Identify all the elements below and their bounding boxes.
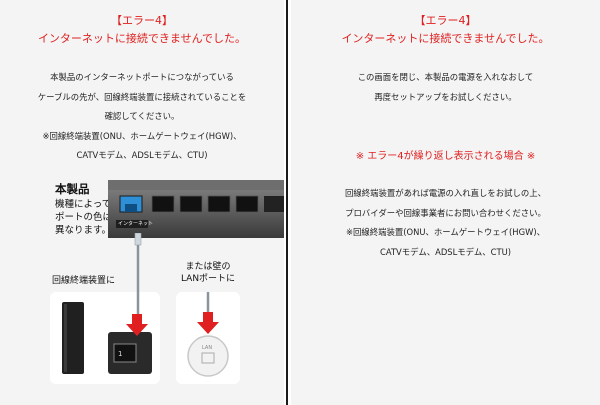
wall-outlet-icon <box>187 335 229 377</box>
left-panel: 【エラー4】 インターネットに接続できませんでした。 本製品のインターネットポー… <box>0 0 284 405</box>
instruction-line: CATVモデム、ADSLモデム、CTU) <box>76 150 208 160</box>
right-panel: 【エラー4】 インターネットに接続できませんでした。 この画面を閉じ、本製品の電… <box>291 0 600 405</box>
instruction-line: CATVモデム、ADSLモデム、CTU) <box>380 246 511 257</box>
onu-port-number: 1 <box>118 350 122 358</box>
instruction-line: ケーブルの先が、回線終端装置に接続されていることを <box>37 91 247 102</box>
instruction-line: この画面を閉じ、本製品の電源を入れなおして <box>357 72 534 82</box>
down-arrow-icon <box>203 312 213 322</box>
wall-lan-photo: LAN <box>176 292 240 384</box>
panel-divider <box>286 0 288 405</box>
instruction-line: 本製品のインターネットポートにつながっている <box>50 72 234 82</box>
wall-port-label: LAN <box>202 345 212 351</box>
onu-port-icon <box>113 343 137 363</box>
down-arrow-icon <box>197 322 219 334</box>
lan-port-icon <box>151 195 175 213</box>
instruction-line: 再度セットアップをお試しください。 <box>374 91 517 102</box>
error-title: 【エラー4】 <box>111 14 173 27</box>
error-title: 【エラー4】 <box>414 14 477 27</box>
error-message: インターネットに接続できませんでした。 <box>37 32 247 45</box>
wall-lan-caption: または壁の LANポートに <box>176 261 240 285</box>
down-arrow-icon <box>126 324 148 336</box>
caption-line: または壁の <box>185 262 231 272</box>
note-line: 異なります。 <box>55 225 112 236</box>
error-message: インターネットに接続できませんでした。 <box>341 32 550 45</box>
down-arrow-icon <box>132 314 142 324</box>
caption-line: LANポートに <box>180 274 236 284</box>
instruction-line: 確認してください。 <box>104 111 180 121</box>
instruction-line: ※回線終端装置(ONU、ホームゲートウェイ(HGW)、 <box>42 130 242 141</box>
port-color-note: 機種によって ポートの色は 異なります。 <box>55 198 112 237</box>
lan-jack-icon <box>201 352 215 364</box>
lan-port-icon <box>207 195 231 213</box>
instruction-line: プロバイダーや回線事業者にお問い合わせください。 <box>345 207 546 218</box>
lan-port-icon <box>235 195 259 213</box>
onu-photo: 1 <box>50 292 160 384</box>
note-line: 機種によって <box>55 199 112 210</box>
retry-instruction: この画面を閉じ、本製品の電源を入れなおして 再度セットアップをお試しください。 <box>291 68 600 107</box>
router-illustration <box>108 180 284 238</box>
onu-caption: 回線終端装置に <box>52 276 116 286</box>
lan-port-icon <box>179 195 203 213</box>
instruction-text: 本製品のインターネットポートにつながっている ケーブルの先が、回線終端装置に接続… <box>0 68 284 166</box>
note-line: ポートの色は <box>55 212 113 223</box>
contact-instruction: 回線終端装置があれば電源の入れ直しをお試しの上、 プロバイダーや回線事業者にお問… <box>291 184 600 262</box>
instruction-line: 回線終端装置があれば電源の入れ直しをお試しの上、 <box>345 188 546 198</box>
internet-port-label: インターネット <box>118 221 154 227</box>
instruction-line: ※回線終端装置(ONU、ホームゲートウェイ(HGW)、 <box>346 227 545 237</box>
repeat-warning: ※ エラー4が繰り返し表示される場合 ※ <box>355 151 536 162</box>
product-label: 本製品 <box>55 182 90 196</box>
